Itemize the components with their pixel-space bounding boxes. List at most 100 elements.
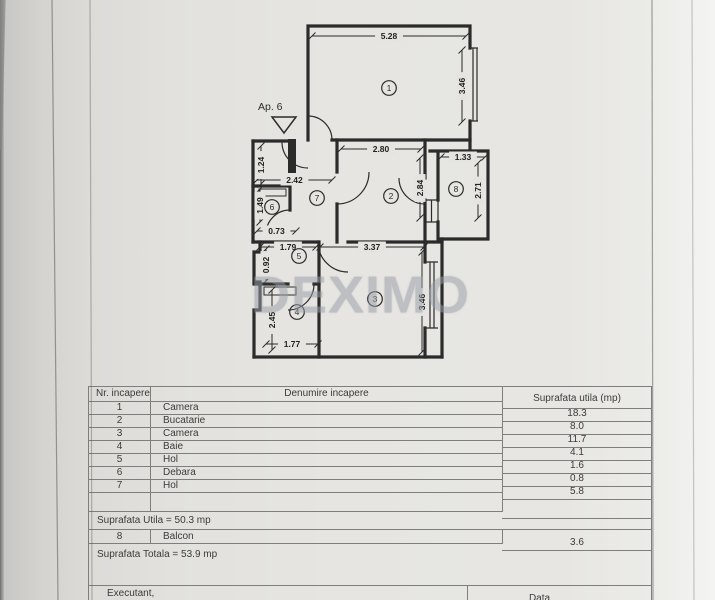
door-arcs bbox=[265, 115, 426, 311]
dimension-label: 1.77 bbox=[284, 339, 301, 349]
cell-name: Baie bbox=[151, 440, 503, 454]
col-header-denumire: Denumire incapere bbox=[151, 387, 503, 402]
fixtures bbox=[258, 188, 297, 296]
cell-nr: 7 bbox=[89, 479, 151, 493]
room-number: 6 bbox=[264, 199, 280, 215]
svg-text:5: 5 bbox=[297, 251, 302, 261]
dimension-label: 2.45 bbox=[267, 311, 277, 328]
dimension: 2.80 bbox=[337, 143, 425, 155]
subtotal-row: Suprafata Utila = 50.3 mp bbox=[89, 512, 651, 530]
svg-text:6: 6 bbox=[270, 202, 275, 212]
dimension-label: 0.92 bbox=[261, 256, 271, 273]
column-offset-line bbox=[502, 447, 652, 448]
dimension-label: 2.42 bbox=[286, 175, 303, 185]
cell-area: 18.3 bbox=[502, 401, 652, 422]
room-number: 2 bbox=[383, 188, 399, 204]
column-offset-line bbox=[502, 421, 652, 422]
paper-corner-shadow bbox=[0, 0, 6, 150]
dimension-label: 1.79 bbox=[280, 242, 297, 252]
column-offset-line bbox=[502, 408, 652, 409]
column-offset-line bbox=[502, 486, 652, 487]
apartment-entrance-label: Ap. 6 bbox=[258, 101, 283, 113]
col-header-suprafata: Suprafata utila (mp) bbox=[502, 387, 652, 409]
room-number: 4 bbox=[289, 304, 305, 320]
cell-area: 0.8 bbox=[502, 466, 652, 487]
dimension: 2.71 bbox=[472, 159, 484, 222]
svg-text:8: 8 bbox=[454, 184, 459, 194]
dimension: 1.49 bbox=[254, 185, 266, 226]
svg-text:2: 2 bbox=[389, 191, 394, 201]
cell-area: 3.6 bbox=[502, 530, 652, 551]
dimension-label: 1.24 bbox=[256, 156, 266, 173]
cell-nr: 1 bbox=[89, 401, 151, 415]
table-empty-row bbox=[89, 492, 652, 519]
data-label: Data bbox=[528, 593, 551, 600]
dimension: 0.73 bbox=[253, 225, 300, 237]
cell-name: Camera bbox=[151, 401, 503, 415]
dimension: 2.42 bbox=[253, 174, 336, 186]
svg-text:1: 1 bbox=[387, 83, 392, 93]
cell-nr: 4 bbox=[89, 440, 151, 454]
cell-area: 8.0 bbox=[502, 414, 652, 435]
dimension: 1.24 bbox=[255, 142, 267, 188]
cell-area: 5.8 bbox=[502, 479, 652, 500]
cell-nr: 8 bbox=[89, 530, 151, 544]
room-number: 8 bbox=[448, 181, 464, 197]
cell-area bbox=[502, 492, 652, 519]
room-number: 7 bbox=[309, 190, 325, 206]
dimension-label: 3.37 bbox=[364, 242, 381, 252]
cell-name: Balcon bbox=[151, 530, 503, 544]
cell-nr: 6 bbox=[89, 466, 151, 480]
dimension-label: 1.33 bbox=[455, 152, 472, 162]
cell-name: Hol bbox=[151, 479, 503, 493]
dimension: 0.92 bbox=[260, 245, 272, 285]
total-row: Suprafata Totala = 53.9 mp bbox=[97, 549, 218, 560]
svg-text:7: 7 bbox=[315, 193, 320, 203]
column-offset-line bbox=[502, 499, 652, 500]
table-spacer-row bbox=[89, 566, 651, 585]
dimension-label: 2.84 bbox=[415, 179, 425, 196]
cell-name: Hol bbox=[151, 453, 503, 467]
dimension: 1.77 bbox=[262, 338, 322, 350]
col-header-nr: Nr. incapere bbox=[89, 387, 151, 402]
dimension: 5.28 bbox=[308, 30, 470, 42]
watermark: DEXIMO bbox=[251, 266, 471, 324]
cell-nr: 3 bbox=[89, 427, 151, 441]
footer-row: Executant,Data bbox=[89, 585, 651, 600]
paper-left-edge bbox=[0, 0, 4, 600]
column-offset-line bbox=[502, 434, 652, 435]
walls bbox=[251, 24, 490, 359]
dimension: 3.37 bbox=[316, 241, 428, 253]
cell-name: Debara bbox=[151, 466, 503, 480]
cell-name: Camera bbox=[151, 427, 503, 441]
dimension: 2.45 bbox=[266, 286, 278, 354]
dimension: 2.84 bbox=[414, 154, 426, 222]
dimension-label: 1.49 bbox=[255, 197, 265, 214]
svg-text:3: 3 bbox=[373, 294, 378, 304]
svg-text:4: 4 bbox=[295, 307, 300, 317]
column-offset-line bbox=[502, 460, 652, 461]
cell-nr: 2 bbox=[89, 414, 151, 428]
dimension-label: 0.73 bbox=[268, 226, 285, 236]
windows bbox=[425, 47, 478, 329]
cell-area: 1.6 bbox=[502, 453, 652, 474]
room-number: 5 bbox=[291, 248, 307, 264]
cell-nr: 5 bbox=[89, 453, 151, 467]
cell-area: 11.7 bbox=[502, 427, 652, 448]
entrance-arrow-icon bbox=[270, 116, 298, 135]
cell-name bbox=[151, 492, 503, 512]
cell-area: 4.1 bbox=[502, 440, 652, 461]
column-offset-line bbox=[502, 550, 652, 551]
dimension-label: 5.28 bbox=[381, 31, 398, 41]
dimension: 1.33 bbox=[437, 151, 489, 163]
